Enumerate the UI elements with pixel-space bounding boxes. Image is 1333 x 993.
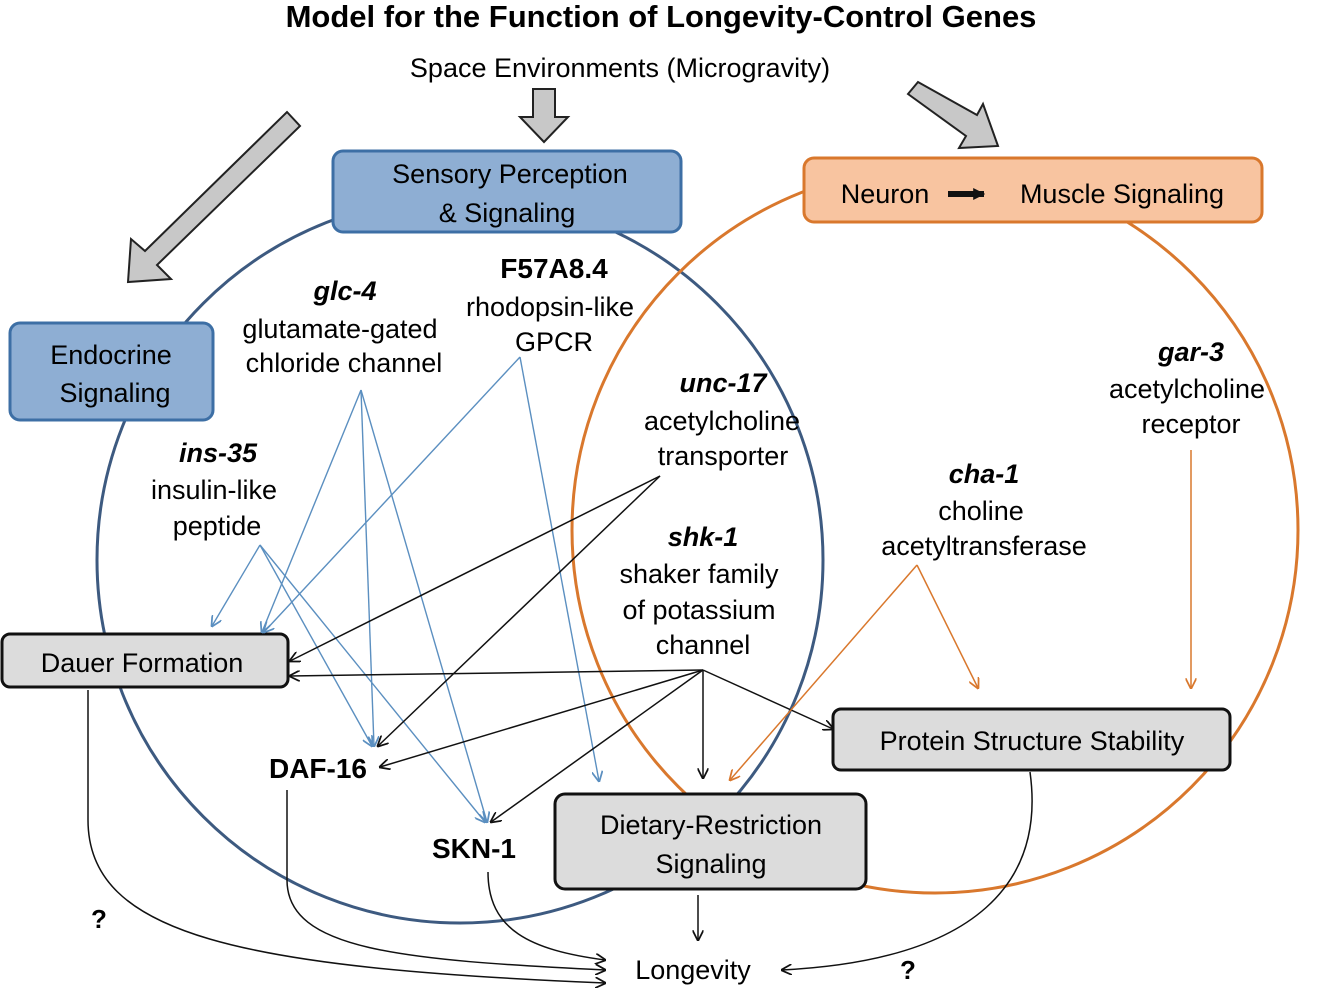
gene-desc: acetylcholine	[1109, 374, 1265, 404]
gene-name: ins-35	[179, 438, 258, 468]
endocrine-box-line1: Endocrine	[50, 340, 172, 370]
cha1-to-dietary	[730, 564, 918, 780]
gene-desc: chloride channel	[246, 348, 443, 378]
skn-1-node: SKN-1	[432, 833, 516, 864]
gene-name: shk-1	[668, 522, 739, 552]
env-arrow-right	[906, 80, 1000, 150]
f57-to-dietary	[519, 356, 599, 781]
glc4-to-skn1	[360, 389, 487, 822]
glc4-to-dauer	[262, 389, 362, 632]
endocrine-box-line2: Signaling	[59, 378, 170, 408]
gene-desc: of potassium	[622, 595, 775, 625]
cha1-to-protein	[916, 564, 978, 688]
dietary-restriction-box	[553, 792, 868, 891]
gene-name: glc-4	[312, 276, 376, 306]
unc17-to-daf16	[378, 475, 661, 746]
dauer-to-longevity	[87, 690, 605, 983]
gene-desc: GPCR	[515, 327, 593, 357]
gene-name: gar-3	[1157, 337, 1224, 367]
muscle-signaling-label: Muscle Signaling	[1020, 179, 1224, 209]
protein-stability-box	[831, 707, 1232, 772]
sensory-box-line2: & Signaling	[439, 198, 576, 228]
gene-unc-17: unc-17 acetylcholine transporter	[644, 368, 800, 471]
question-mark-right: ?	[900, 955, 916, 985]
diagram-title: Model for the Function of Longevity-Cont…	[286, 0, 1037, 34]
longevity-node: Longevity	[635, 955, 751, 985]
gene-f57a8-4: F57A8.4 rhodopsin-like GPCR	[466, 253, 634, 357]
glc4-to-daf16	[360, 389, 374, 746]
neuron-muscle-box	[802, 156, 1264, 224]
protein-stability-label: Protein Structure Stability	[880, 726, 1185, 756]
gene-ins-35: ins-35 insulin-like peptide	[151, 438, 277, 541]
shk1-to-daf16	[380, 669, 704, 767]
sensory-box-line1: Sensory Perception	[392, 159, 628, 189]
dauer-formation-label: Dauer Formation	[41, 648, 244, 678]
gene-name: unc-17	[679, 368, 768, 398]
gene-desc: acetylcholine	[644, 406, 800, 436]
gene-name: F57A8.4	[500, 253, 608, 284]
gene-desc: choline	[938, 496, 1024, 526]
blue-arrows	[212, 356, 599, 822]
gene-cha-1: cha-1 choline acetyltransferase	[881, 459, 1087, 561]
ins35-to-skn1	[259, 544, 485, 822]
neuron-label: Neuron	[841, 179, 930, 209]
gene-shk-1: shk-1 shaker family of potassium channel	[619, 522, 779, 660]
env-arrow-left	[126, 110, 302, 284]
shk1-to-dauer	[290, 669, 704, 676]
endocrine-signaling-box	[8, 321, 215, 422]
gene-desc: acetyltransferase	[881, 531, 1087, 561]
daf16-to-longevity	[286, 790, 605, 970]
gene-name: cha-1	[949, 459, 1020, 489]
gene-desc: transporter	[658, 441, 789, 471]
gene-desc: receptor	[1141, 409, 1240, 439]
gene-gar-3: gar-3 acetylcholine receptor	[1109, 337, 1265, 439]
environment-label: Space Environments (Microgravity)	[410, 53, 830, 83]
gene-desc: glutamate-gated	[242, 314, 437, 344]
shk1-to-protein	[702, 669, 833, 729]
daf-16-node: DAF-16	[269, 753, 367, 784]
env-arrow-down	[517, 88, 571, 144]
unc17-to-dauer	[290, 475, 661, 661]
protein-to-longevity	[782, 771, 1033, 970]
gene-desc: insulin-like	[151, 475, 277, 505]
sensory-perception-box	[331, 149, 683, 234]
dietary-box-line2: Signaling	[655, 849, 766, 879]
f57-to-dauer	[264, 356, 521, 632]
question-mark-left: ?	[91, 904, 107, 934]
gene-desc: shaker family	[619, 559, 779, 589]
gene-desc: rhodopsin-like	[466, 292, 634, 322]
orange-arrows	[730, 450, 1191, 780]
gene-desc: channel	[656, 630, 751, 660]
skn1-to-longevity	[487, 871, 605, 960]
gene-desc: peptide	[173, 511, 262, 541]
shk1-to-skn1	[491, 669, 704, 822]
dietary-box-line1: Dietary-Restriction	[600, 810, 822, 840]
ins35-to-dauer	[212, 544, 261, 626]
gene-glc-4: glc-4 glutamate-gated chloride channel	[242, 276, 442, 378]
black-arrows	[87, 475, 1033, 983]
ins35-to-daf16	[259, 544, 372, 746]
